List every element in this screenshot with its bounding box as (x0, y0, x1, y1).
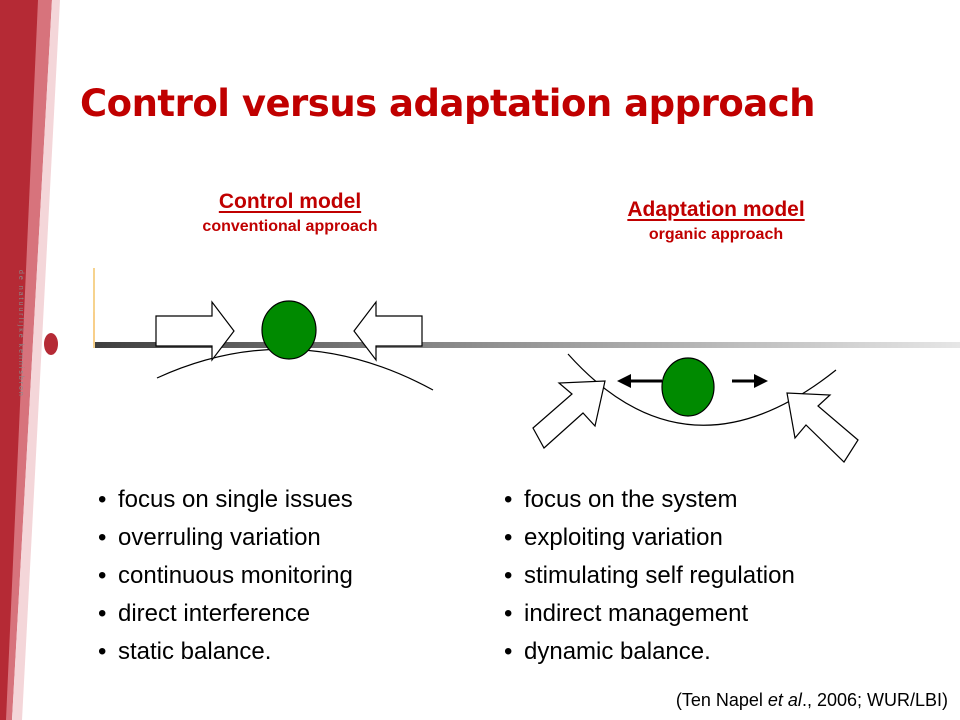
list-item: focus on single issues (98, 481, 353, 519)
list-item: dynamic balance. (504, 633, 795, 671)
control-model-heading: Control model conventional approach (140, 190, 440, 236)
orange-accent-block (93, 312, 95, 344)
citation-text: (Ten Napel (675, 690, 768, 710)
adaptation-model-heading: Adaptation model organic approach (566, 198, 866, 244)
move-right-arrow-icon (754, 374, 768, 388)
control-model-subtitle: conventional approach (202, 218, 378, 235)
list-item: static balance. (98, 633, 353, 671)
orange-accent-bar (93, 268, 95, 348)
brand-dot-icon (44, 333, 58, 355)
list-item: overruling variation (98, 519, 353, 557)
left-band-light-stripe (12, 0, 60, 720)
move-left-arrow-icon (617, 374, 631, 388)
push-up-right-arrow-icon (532, 380, 606, 449)
list-item: indirect management (504, 595, 795, 633)
divider-rule (95, 342, 960, 348)
left-band-red-stripe (0, 0, 38, 720)
adaptation-points-list: focus on the system exploiting variation… (504, 481, 795, 671)
control-model-name: Control model (218, 190, 362, 213)
citation-italic: et al (767, 690, 802, 710)
citation: (Ten Napel et al., 2006; WUR/LBI) (676, 690, 948, 711)
vertical-brand-text: de natuurlijke kennisbron (17, 270, 24, 398)
list-item: exploiting variation (504, 519, 795, 557)
adaptation-ball (661, 357, 715, 417)
list-item: stimulating self regulation (504, 557, 795, 595)
push-left-arrow-icon (353, 300, 423, 362)
list-item: focus on the system (504, 481, 795, 519)
control-points-list: focus on single issues overruling variat… (98, 481, 353, 671)
list-item: continuous monitoring (98, 557, 353, 595)
push-right-arrow-icon (155, 300, 235, 362)
adaptation-model-name: Adaptation model (627, 198, 805, 221)
control-model-diagram (155, 300, 434, 391)
adaptation-model-subtitle: organic approach (648, 226, 784, 243)
slide-title: Control versus adaptation approach (80, 82, 815, 125)
list-item: direct interference (98, 595, 353, 633)
adaptation-model-diagram (532, 353, 859, 463)
left-decorative-band (0, 0, 95, 720)
control-ball (261, 300, 317, 360)
citation-text-end: ., 2006; WUR/LBI) (801, 690, 948, 710)
push-up-left-arrow-icon (786, 392, 859, 463)
